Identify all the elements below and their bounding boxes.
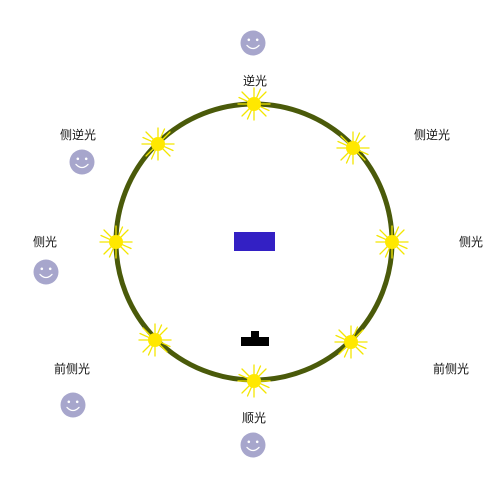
label-side-backlight-right: 侧逆光 (414, 128, 451, 142)
smiley-face-icon-lower-left (59, 391, 87, 419)
sun-icon-bottom (237, 364, 271, 398)
sun-icon-lower-right (334, 325, 368, 359)
label-front-side-right: 前侧光 (433, 362, 470, 376)
sun-icon-upper-left (141, 127, 175, 161)
smiley-face-icon-bottom (239, 431, 267, 459)
sun-icon-right (375, 225, 409, 259)
sun-icon-left (99, 225, 133, 259)
sun-icon-lower-left (138, 323, 172, 357)
smiley-face-icon-left (32, 258, 60, 286)
label-side-backlight-left: 侧逆光 (60, 128, 97, 142)
smiley-face-icon-top (239, 29, 267, 57)
label-sidelight-left: 侧光 (33, 235, 58, 249)
label-backlight: 逆光 (242, 74, 268, 88)
label-front-light: 顺光 (241, 411, 267, 425)
label-front-side-left: 前侧光 (54, 362, 91, 376)
camera-icon (241, 331, 269, 346)
label-sidelight-right: 侧光 (459, 235, 484, 249)
smiley-face-icon-upper-left (68, 148, 96, 176)
sun-icon-top (237, 87, 271, 121)
sun-icon-upper-right (336, 131, 370, 165)
subject-block-icon (234, 232, 275, 251)
